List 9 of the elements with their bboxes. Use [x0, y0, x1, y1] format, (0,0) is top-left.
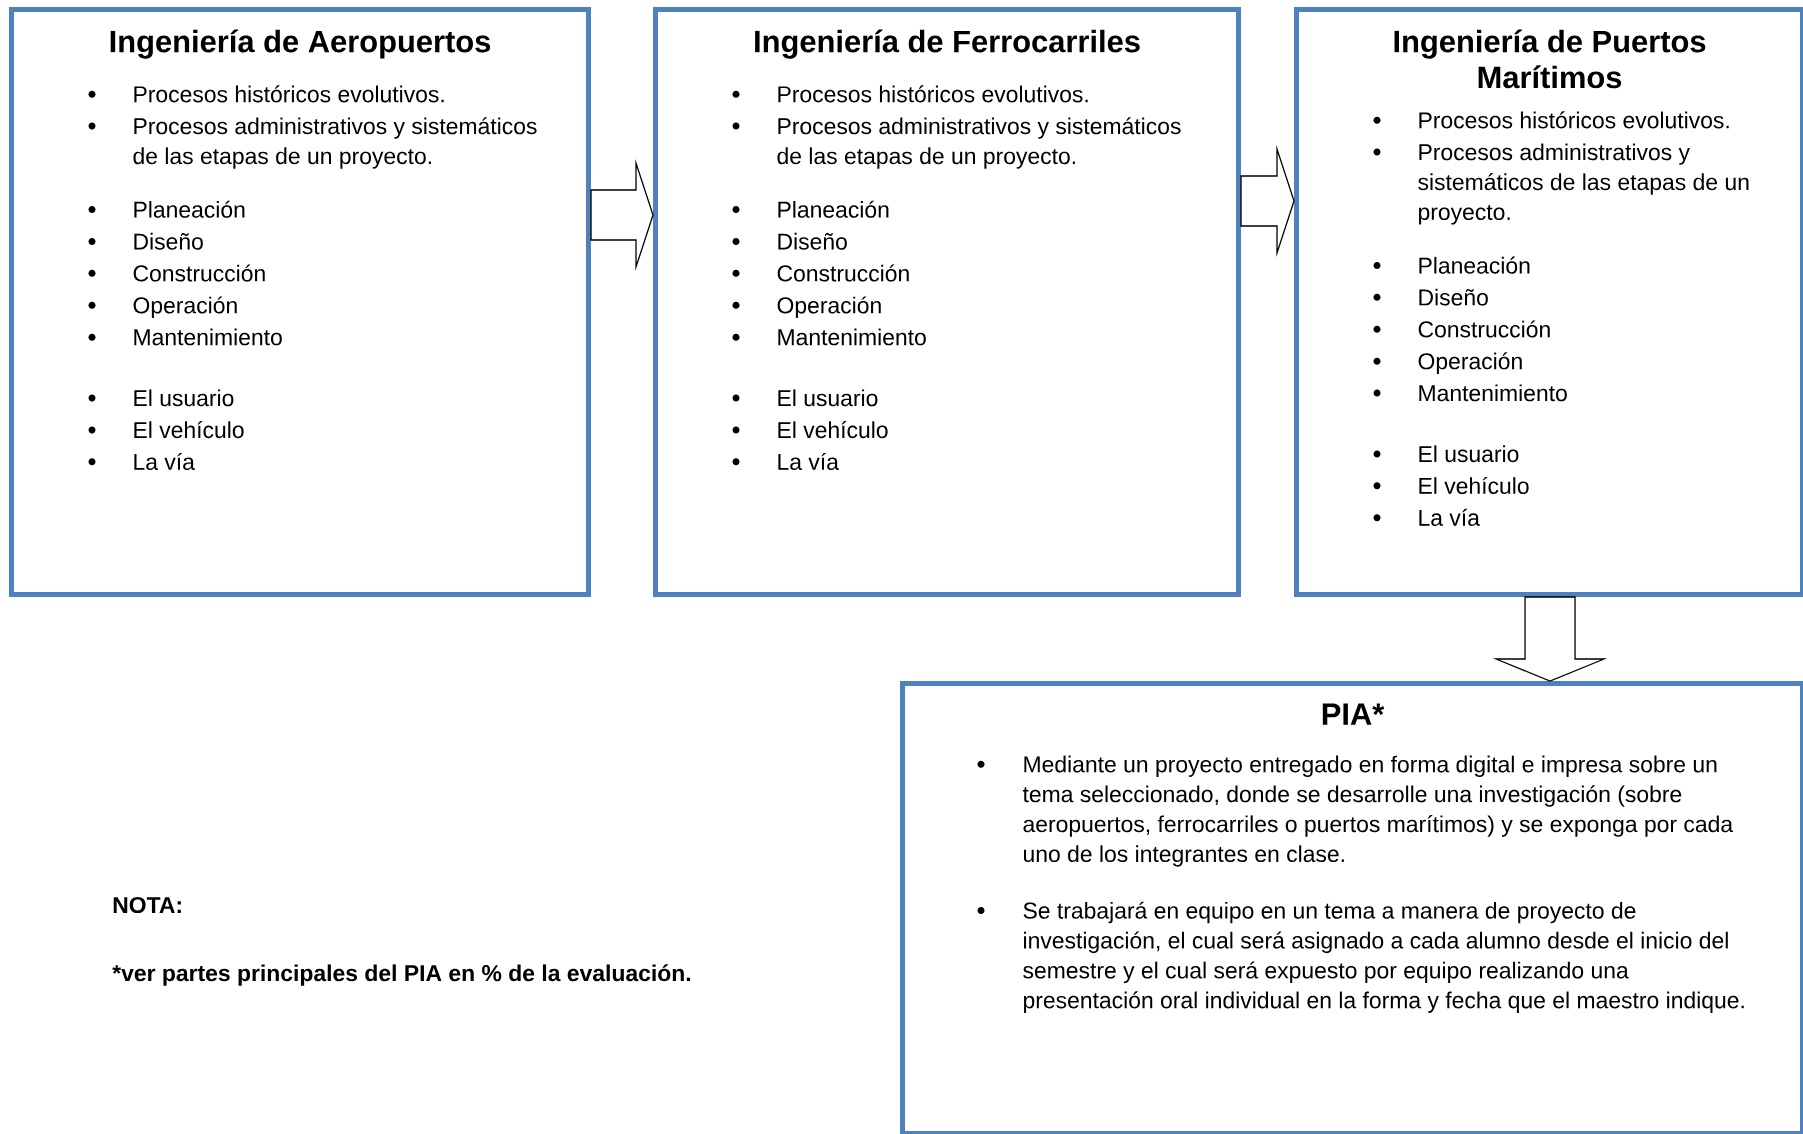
block-arrow — [1492, 596, 1608, 682]
note-heading: NOTA: — [113, 896, 181, 914]
text-box: Ingeniería de Ferrocarriles Procesos históricos evolutivos. Procesos administrativos y sistemáticos de las etapas de un proyecto. Planeación Diseño Construcción Operación Mantenimiento El usuario El vehículo La vía — [653, 7, 1241, 597]
note-text: *ver partes principales del PIA en % de la evaluación. — [112, 964, 691, 986]
text-box: Ingeniería de Aeropuertos Procesos históricos evolutivos. Procesos administrativos y sistemáticos de las etapas de un proyecto. Planeación Diseño Construcción Operación Mantenimiento El usuario El vehículo La vía — [9, 7, 591, 597]
text-box: Ingeniería de Puertos Marítimos Procesos históricos evolutivos. Procesos administrativos y sistemáticos de las etapas de un proyecto. Planeación Diseño Construcción Operación Mantenimiento El usuario El vehículo La vía — [1294, 7, 1803, 597]
block-arrow — [1240, 144, 1295, 258]
text-box: PIA* Mediante un proyecto entregado en forma digital e impresa sobre un tema seleccionado, donde se desarrolle una investigación (sobre aeropuertos, ferrocarriles o puertos marítimos) y se exponga por cada uno de los integrantes en clase. Se trabajará en equipo en un tema a manera de proyecto de investigación, el cual será asignado a cada alumno desde el inicio del semestre y el cual será expuesto por equipo realizando una presentación oral individual en la forma y fecha que el maestro indique. — [900, 681, 1803, 1134]
block-arrow — [590, 158, 654, 272]
